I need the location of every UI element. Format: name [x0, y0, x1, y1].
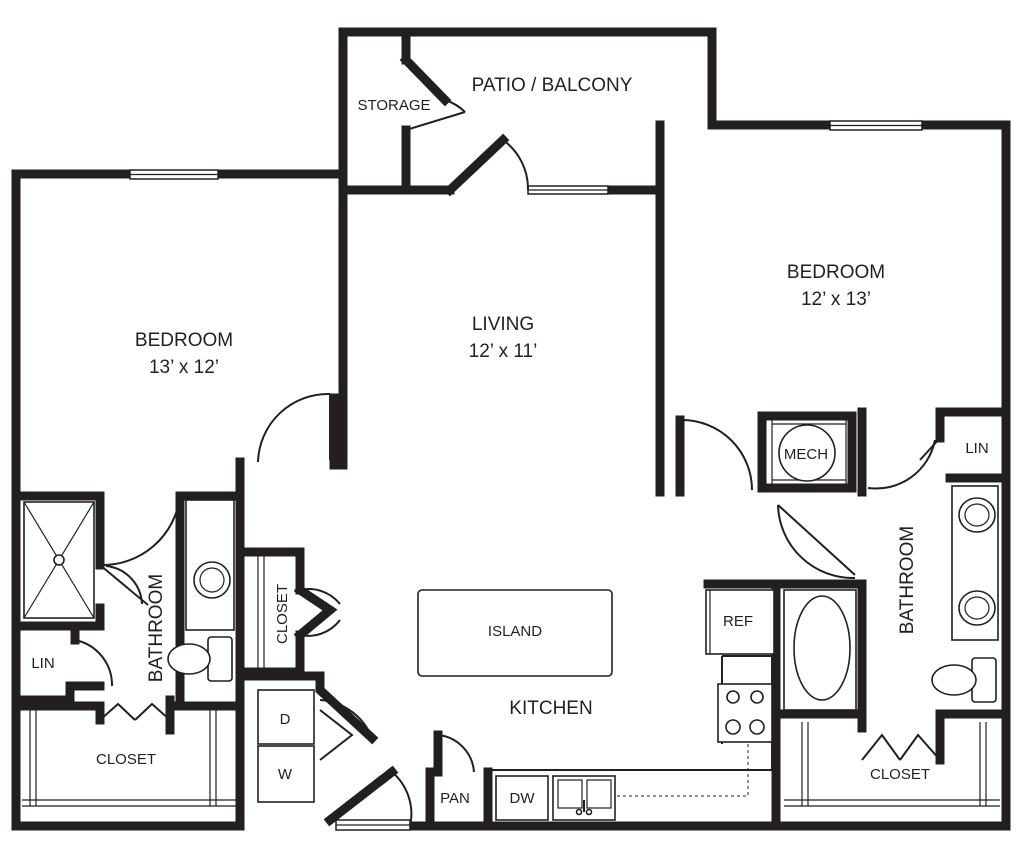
room-size-living: 12’ x 11’: [469, 341, 538, 362]
label-island: ISLAND: [488, 623, 542, 640]
room-label-kitchen: KITCHEN: [509, 698, 592, 719]
kitchen-island: [417, 589, 613, 677]
walls: [11, 27, 1011, 831]
room-label-lin-right: LIN: [965, 440, 988, 457]
closet-shelves: [22, 420, 1000, 807]
sink-right-2: [958, 590, 996, 626]
label-washer: W: [278, 766, 293, 783]
room-label-bathroom-right: BATHROOM: [897, 526, 918, 634]
refrigerator: [705, 589, 775, 655]
toilet-left: [167, 643, 211, 675]
room-label-bedroom-left: BEDROOM: [135, 330, 233, 351]
sink-right-1: [958, 497, 996, 533]
room-label-closet-left: CLOSET: [96, 751, 156, 768]
room-label-bathroom-left: BATHROOM: [146, 574, 167, 682]
windows: [129, 120, 923, 831]
room-label-living: LIVING: [472, 314, 534, 335]
label-dishwasher: DW: [510, 790, 536, 807]
label-pantry: PAN: [440, 790, 470, 807]
washer: [257, 745, 315, 803]
room-label-storage: STORAGE: [357, 97, 430, 114]
stove: [717, 683, 773, 743]
room-label-closet-right: CLOSET: [870, 766, 930, 783]
kitchen-sink: [552, 775, 616, 821]
labels: STORAGE PATIO / BALCONY BEDROOM 13’ x 12…: [31, 75, 988, 807]
room-label-bedroom-right: BEDROOM: [787, 262, 885, 283]
dishwasher: [495, 775, 549, 821]
dryer: [257, 689, 315, 745]
room-size-bedroom-right: 12’ x 13’: [801, 289, 871, 310]
room-label-mech: MECH: [784, 446, 828, 463]
doors: [74, 99, 941, 827]
room-size-bedroom-left: 13’ x 12’: [149, 357, 219, 378]
fixtures: [23, 424, 999, 821]
label-dryer: D: [280, 711, 291, 728]
room-label-patio: PATIO / BALCONY: [472, 75, 633, 96]
toilet-right: [931, 664, 977, 696]
room-label-closet-hall: CLOSET: [274, 584, 291, 644]
label-ref: REF: [723, 613, 753, 630]
room-label-lin-left: LIN: [31, 655, 54, 672]
sink-left-bath: [193, 561, 231, 599]
mech-unit: [778, 424, 836, 482]
